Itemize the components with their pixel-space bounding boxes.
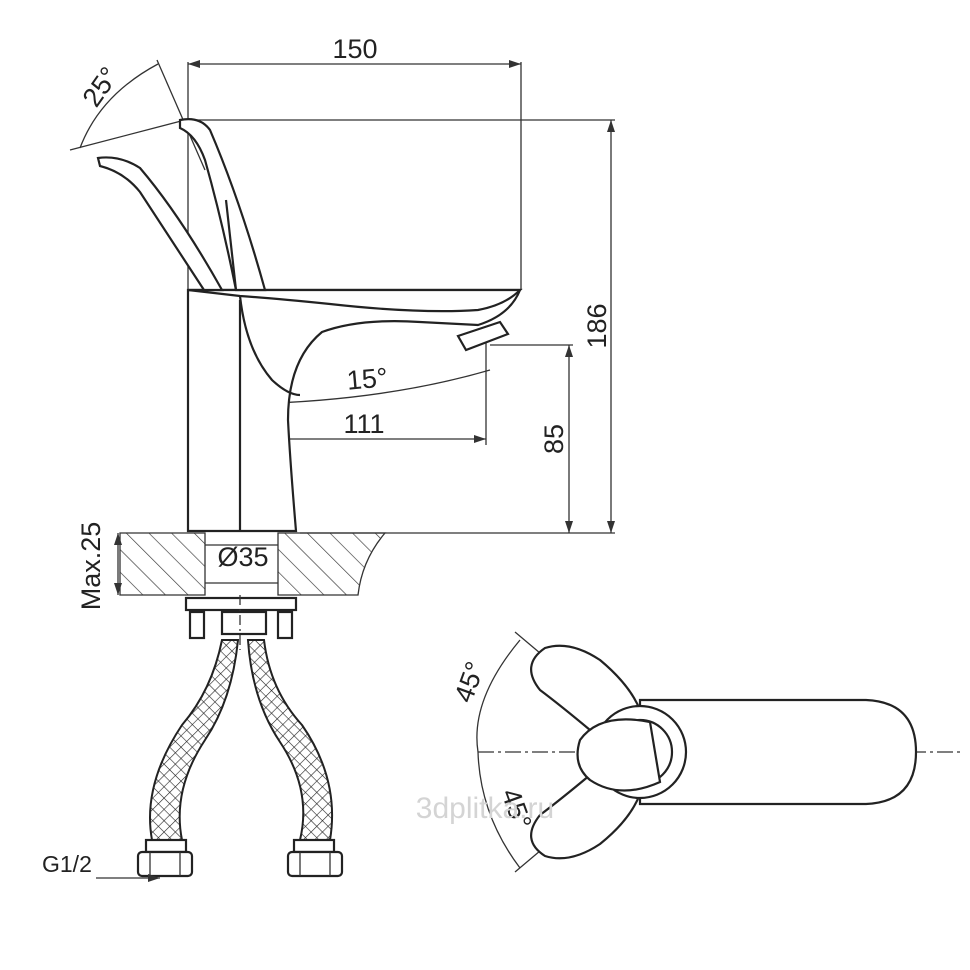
hole-diameter-label: Ø35 <box>217 542 268 572</box>
countertop-section <box>114 532 387 596</box>
spout-height-label: 85 <box>539 424 569 454</box>
dimension-spout-height <box>490 344 573 533</box>
faucet-top-view <box>476 631 960 873</box>
spout-reach-label: 111 <box>343 409 384 439</box>
mounting-hardware <box>184 595 298 650</box>
countertop-label: Max.25 <box>76 522 106 611</box>
dimension-handle-tilt <box>69 59 206 171</box>
width-label: 150 <box>332 34 377 64</box>
spout-angle-label: 15° <box>346 362 389 395</box>
flex-hoses <box>96 639 344 882</box>
height-label: 186 <box>582 303 612 348</box>
watermark-text: 3dplitka.ru <box>416 792 554 825</box>
handle-tilt-label: 25° <box>77 62 125 113</box>
faucet-side-view <box>96 118 523 533</box>
thread-label: G1/2 <box>42 851 92 877</box>
